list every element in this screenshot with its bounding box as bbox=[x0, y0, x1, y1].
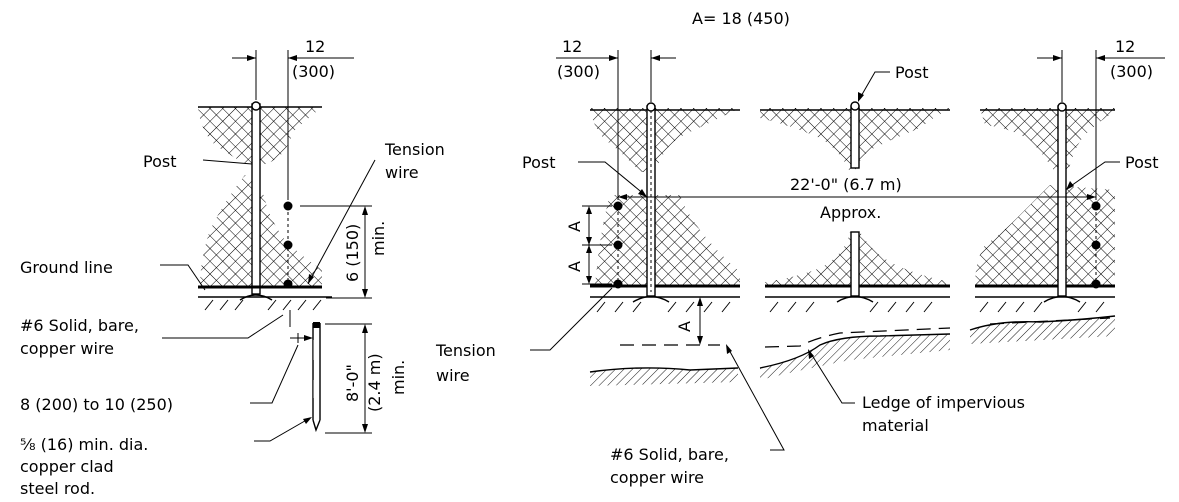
elevation-detail: A= 18 (450) Post bbox=[435, 9, 1165, 487]
span-label: 22'-0" (6.7 m) bbox=[790, 175, 902, 194]
post-panel3 bbox=[1057, 105, 1067, 297]
fence-mesh-panel1-bottom bbox=[595, 195, 740, 286]
tension-wire-label-left-1: Tension bbox=[384, 140, 445, 159]
dim-6-150: 6 (150) bbox=[343, 224, 362, 282]
dim-6-min: min. bbox=[369, 221, 388, 256]
post-label-left: Post bbox=[143, 152, 176, 171]
fence-mesh-panel1-top bbox=[590, 108, 740, 172]
approx-label: Approx. bbox=[820, 203, 881, 222]
dim-a-upper: A bbox=[565, 221, 584, 232]
spacing-label: 8 (200) to 10 (250) bbox=[20, 395, 173, 414]
tension-wire-label-left-2: wire bbox=[385, 163, 419, 182]
dim-8ft: 8'-0" bbox=[343, 364, 362, 402]
post-body bbox=[251, 103, 261, 295]
dim-300-right-b: (300) bbox=[1110, 62, 1153, 81]
dim-300-left: (300) bbox=[292, 62, 335, 81]
rod-label-2: copper clad bbox=[20, 457, 114, 476]
post-label-right-b: Post bbox=[1125, 153, 1158, 172]
copper-wire-label-right-2: copper wire bbox=[610, 468, 704, 487]
dim-12-right-b: 12 bbox=[1115, 37, 1135, 56]
ledge-label-2: material bbox=[862, 416, 929, 435]
ledge-right bbox=[970, 316, 1115, 344]
post-label-right-a: Post bbox=[522, 153, 555, 172]
ground-rod bbox=[312, 323, 321, 433]
dim-300-right-a: (300) bbox=[557, 62, 600, 81]
dim-a-lower: A bbox=[565, 261, 584, 272]
ground-line-label: Ground line bbox=[20, 258, 113, 277]
fence-mesh-bottom bbox=[200, 175, 322, 287]
dim-a-below: A bbox=[675, 321, 694, 332]
copper-wire-label-left-1: #6 Solid, bare, bbox=[20, 316, 139, 335]
fence-mesh-panel3-top bbox=[980, 108, 1115, 172]
ledge-left bbox=[590, 367, 738, 386]
tension-wire-label-right-1: Tension bbox=[435, 341, 496, 360]
rod-label-1: ⅝ (16) min. dia. bbox=[20, 435, 148, 454]
dim-8ft-min: min. bbox=[389, 360, 408, 395]
copper-wire-label-right-1: #6 Solid, bare, bbox=[610, 445, 729, 464]
buried-wire-center bbox=[764, 327, 951, 348]
section-detail: 12 (300) Post Tension wire Ground line 6… bbox=[20, 37, 445, 498]
dim-12-left: 12 bbox=[305, 37, 325, 56]
post-label-center: Post bbox=[895, 63, 928, 82]
ledge-label-1: Ledge of impervious bbox=[862, 393, 1025, 412]
rod-label-3: steel rod. bbox=[20, 479, 95, 498]
copper-wire-label-left-2: copper wire bbox=[20, 339, 114, 358]
a-value-label: A= 18 (450) bbox=[692, 9, 790, 28]
fence-mesh-panel3-bottom bbox=[975, 185, 1115, 286]
ledge-center bbox=[760, 334, 950, 380]
tension-wire-label-right-2: wire bbox=[436, 366, 470, 385]
dim-2-4m: (2.4 m) bbox=[365, 353, 384, 412]
dim-12-right-a: 12 bbox=[562, 37, 582, 56]
